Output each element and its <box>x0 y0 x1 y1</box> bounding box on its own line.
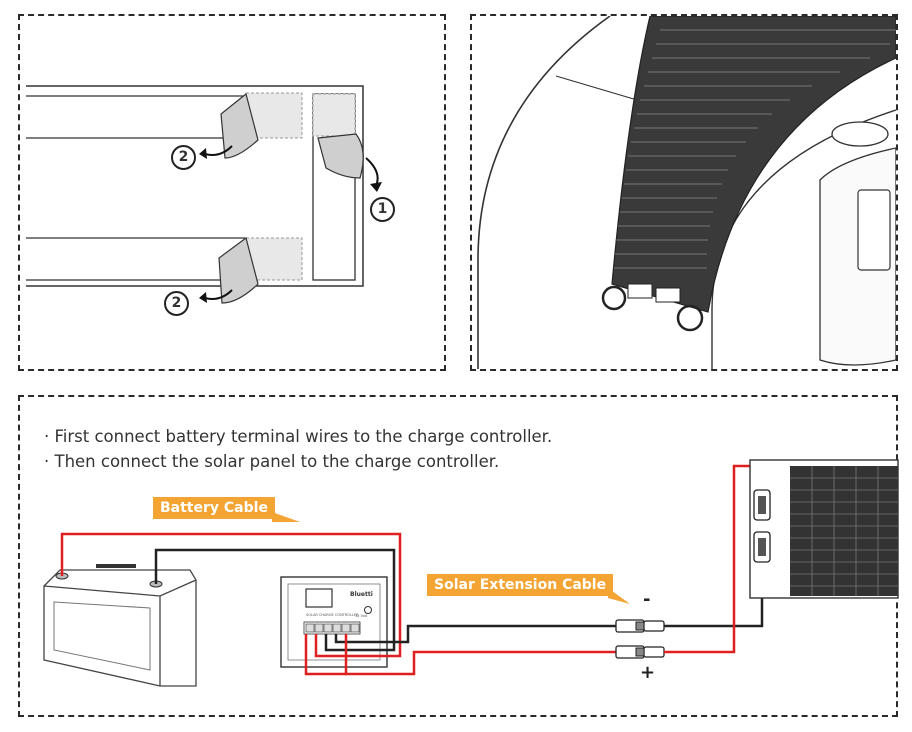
arrow-step1-icon <box>365 157 379 187</box>
arrow-step2-top-icon <box>204 145 233 156</box>
controller-rating: 12 Volt <box>355 614 368 618</box>
arrow-step2-bottom-icon <box>204 289 233 300</box>
adhesive-step-panel <box>18 14 446 371</box>
controller-name: SOLAR CHARGE CONTROLLER <box>306 613 359 617</box>
negative-sign: - <box>643 589 651 610</box>
top-tape-peel <box>220 92 259 159</box>
instruction-line-1: · First connect battery terminal wires t… <box>44 427 553 446</box>
panel-back-outline <box>26 85 364 287</box>
step-2-badge-top: 2 <box>171 145 196 170</box>
step-1-badge: 1 <box>370 197 395 222</box>
bottom-tape-peel <box>218 236 259 304</box>
top-tape-strip <box>26 95 245 139</box>
instruction-line-2: · Then connect the solar panel to the ch… <box>44 452 500 471</box>
controller-brand: Bluetti <box>350 591 373 598</box>
solar-extension-cable-label: Solar Extension Cable <box>427 574 614 596</box>
side-tape-dashed <box>312 93 356 137</box>
battery-cable-label: Battery Cable <box>153 497 275 519</box>
bottom-tape-strip <box>26 237 245 281</box>
side-tape-peel <box>317 133 364 179</box>
positive-sign: + <box>640 662 656 683</box>
mounted-panel-view <box>470 14 898 371</box>
step-2-badge-bottom: 2 <box>164 291 189 316</box>
